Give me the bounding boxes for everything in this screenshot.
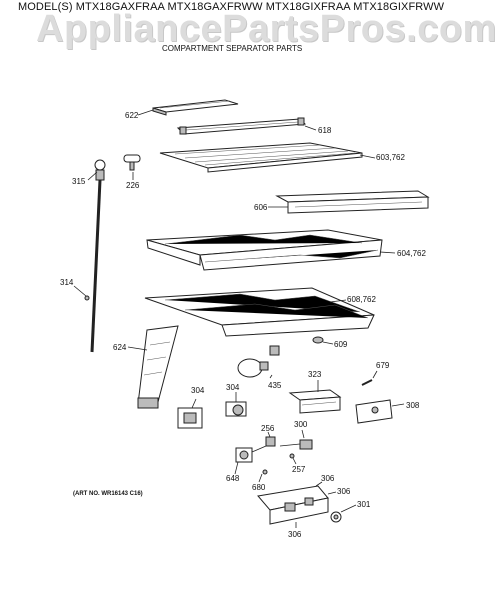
label-226: 226: [126, 181, 140, 190]
label-679: 679: [376, 361, 390, 370]
label-315: 315: [72, 177, 86, 186]
part-618-rail[interactable]: [176, 117, 307, 135]
label-648: 648: [226, 474, 240, 483]
part-304-control-knob[interactable]: [225, 401, 247, 417]
label-624: 624: [113, 343, 127, 352]
label-608-762: 608,762: [347, 295, 376, 304]
label-306-top: 306: [321, 474, 335, 483]
part-323-light-housing[interactable]: [288, 389, 342, 414]
label-609: 609: [334, 340, 348, 349]
diagram-subtitle: COMPARTMENT SEPARATOR PARTS: [162, 44, 303, 53]
label-603-762: 603,762: [376, 153, 405, 162]
label-300: 300: [294, 420, 308, 429]
label-306-right: 306: [337, 487, 351, 496]
model-list: MODEL(S) MTX18GAXFRAA MTX18GAXFRWW MTX18…: [18, 1, 445, 13]
label-604-762: 604,762: [397, 249, 426, 258]
label-622: 622: [125, 111, 139, 120]
part-308-bracket[interactable]: [355, 399, 393, 424]
part-624-duct[interactable]: [137, 325, 179, 409]
label-257: 257: [292, 465, 306, 474]
part-679-screw[interactable]: [361, 379, 373, 386]
label-680: 680: [252, 483, 266, 492]
part-648-thermostat[interactable]: [235, 445, 267, 463]
label-306-bottom: 306: [288, 530, 302, 539]
label-314: 314: [60, 278, 74, 287]
label-323: 323: [308, 370, 322, 379]
label-304-left: 304: [191, 386, 205, 395]
part-304-control-housing[interactable]: [177, 407, 203, 429]
part-603-shelf[interactable]: [159, 142, 363, 173]
part-435-light-bulb[interactable]: [237, 345, 280, 378]
label-435: 435: [268, 381, 282, 390]
part-622-cover[interactable]: [152, 99, 239, 116]
part-257-screw[interactable]: [289, 453, 295, 459]
part-680-screw[interactable]: [262, 469, 268, 475]
label-618: 618: [318, 126, 332, 135]
part-604-tray[interactable]: [146, 229, 383, 271]
label-256: 256: [261, 424, 275, 433]
part-301-knob[interactable]: [330, 511, 342, 523]
label-304-right: 304: [226, 383, 240, 392]
art-number: (ART NO. WR16143 C16): [73, 491, 143, 497]
part-315-bracket[interactable]: [94, 159, 106, 181]
part-300-switch[interactable]: [279, 439, 313, 450]
watermark: AppliancePartsPros.com: [36, 8, 497, 50]
part-226-fitting[interactable]: [123, 154, 141, 171]
part-609-clip[interactable]: [312, 336, 324, 344]
part-608-tray[interactable]: [144, 287, 375, 337]
label-606: 606: [254, 203, 268, 212]
label-308: 308: [406, 401, 420, 410]
part-256-connector[interactable]: [265, 436, 276, 447]
part-606-panel[interactable]: [275, 190, 430, 214]
part-306-control-panel[interactable]: [257, 485, 329, 525]
label-301: 301: [357, 500, 371, 509]
part-314-tube[interactable]: [84, 179, 102, 353]
